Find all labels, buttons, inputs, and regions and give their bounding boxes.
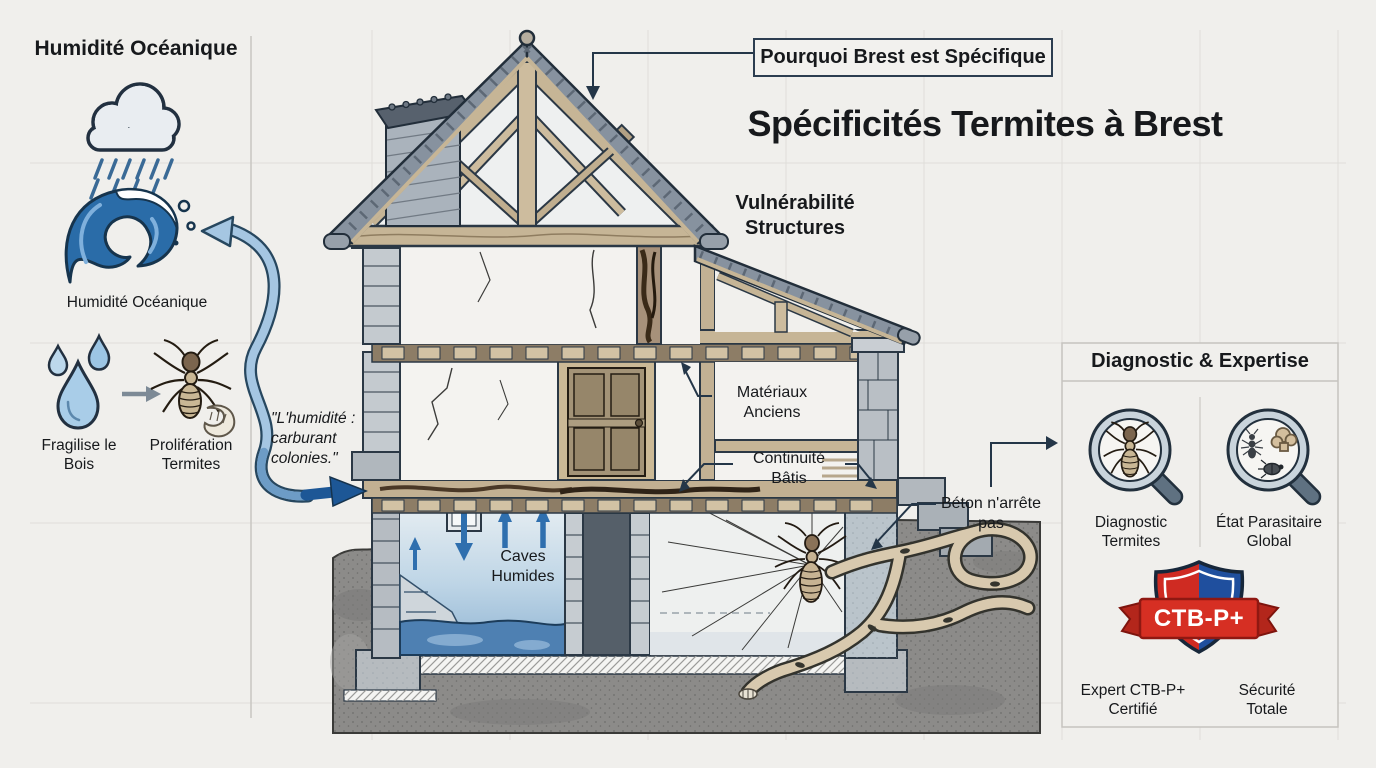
termite-tunnels <box>738 521 1038 700</box>
etat-parasitaire-label: État Parasitaire Global <box>1216 514 1322 551</box>
concrete-label: Béton n'arrête pas <box>940 495 1041 532</box>
pointer-arrows <box>592 52 1048 544</box>
ctbp-ribbon-label: CTB-P+ <box>1153 605 1245 632</box>
diagnostic-termites-label: Diagnostic Termites <box>1094 514 1168 551</box>
vulnerability-label: Vulnérabilité Structures <box>735 192 855 239</box>
beetle-glyph <box>1258 459 1284 479</box>
termite-icon <box>150 339 236 438</box>
floor-band-lower <box>362 479 898 514</box>
security-total-label: Sécurité Totale <box>1238 682 1296 719</box>
magnifier-pests-icon <box>1226 408 1322 506</box>
diagnostic-panel-frame <box>1061 342 1339 728</box>
water-drops-icon <box>47 332 111 430</box>
rain-cloud-icon <box>86 82 181 200</box>
main-roof <box>323 29 729 250</box>
termite-caption: Prolifération Termites <box>149 437 233 474</box>
tunnel-termites <box>795 548 1000 668</box>
left-panel-title: Humidité Océanique <box>34 37 238 60</box>
foundation <box>343 649 908 702</box>
caves-label: Caves Humides <box>491 548 555 585</box>
crack-star <box>661 500 844 651</box>
drops-caption: Fragilise le Bois <box>41 437 117 474</box>
humidity-flow-arrow <box>200 215 368 508</box>
why-brest-badge: Pourquoi Brest est Spécifique <box>753 38 1053 77</box>
pointer-arrowheads <box>586 86 1058 550</box>
ant-glyph <box>1240 428 1264 459</box>
wave-caption: Humidité Océanique <box>66 294 208 311</box>
page-title: Spécificités Termites à Brest <box>747 103 1223 144</box>
ocean-wave-icon <box>64 187 196 284</box>
diagnostic-panel-title: Diagnostic & Expertise <box>1091 350 1309 372</box>
shield-badge-icon <box>1118 560 1280 654</box>
basement-termite-icon <box>774 522 850 603</box>
ground-floor <box>351 261 716 481</box>
materials-label: Matériaux Anciens <box>736 384 808 421</box>
extension <box>693 244 921 481</box>
humidity-quote: "L'humidité : carburant colonies." <box>271 410 356 468</box>
tie-beam-grain <box>359 233 701 238</box>
continuity-label: Continuité Bâtis <box>752 450 826 487</box>
expert-certified-label: Expert CTB-P+ Certifié <box>1080 682 1186 719</box>
magnifier-termite-icon <box>1088 408 1184 506</box>
fungus-glyph <box>1270 427 1298 452</box>
transform-arrow-icon <box>122 386 161 402</box>
